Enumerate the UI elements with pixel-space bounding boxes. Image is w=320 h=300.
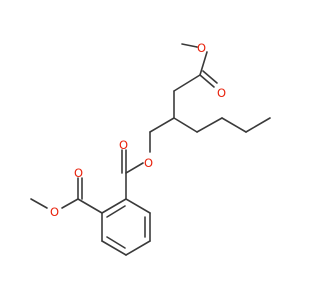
bond-carbonyl-left-to-o [61, 198, 79, 209]
bond-butyl-3 [221, 117, 247, 133]
bond-ch-to-och2 [149, 117, 175, 133]
bond-methyl-top [181, 43, 198, 48]
oxygen-label-linker: O [144, 156, 153, 170]
oxygen-label-top-double: O [217, 86, 226, 100]
bond-o-to-methyl-left [30, 198, 48, 209]
bond-butyl-1 [173, 117, 198, 133]
oxygen-label-carbonyl-right: O [119, 138, 128, 152]
bond-o-to-carbonyl-top [199, 51, 208, 76]
atom-labels: O O O O O O [50, 41, 226, 219]
oxygen-label-methoxy-left: O [50, 205, 59, 219]
bond-carbonyl-top-double-b [202, 70, 218, 84]
bond-ring-6 [101, 198, 127, 214]
bond-ring-1 [125, 198, 151, 214]
molecule-structure: O O O O O O [30, 41, 271, 256]
bond-carbonyl-top-double-a [199, 74, 215, 88]
bond-ring-inner-2 [106, 205, 126, 218]
oxygen-label-carbonyl-left: O [74, 166, 83, 180]
bond-ring-to-carbonyl-left [77, 198, 103, 214]
bond-ring-3 [125, 240, 151, 256]
bond-carbonyl-top-to-ch2 [173, 74, 201, 92]
oxygen-label-top-single: O [197, 41, 206, 55]
bond-o-to-carbonyl-mid [125, 162, 144, 174]
bond-ring-4 [101, 240, 127, 256]
bond-lines [30, 43, 271, 256]
bond-butyl-2 [196, 117, 223, 133]
bond-butyl-4 [245, 117, 271, 133]
bond-ring-inner-3 [106, 236, 126, 249]
